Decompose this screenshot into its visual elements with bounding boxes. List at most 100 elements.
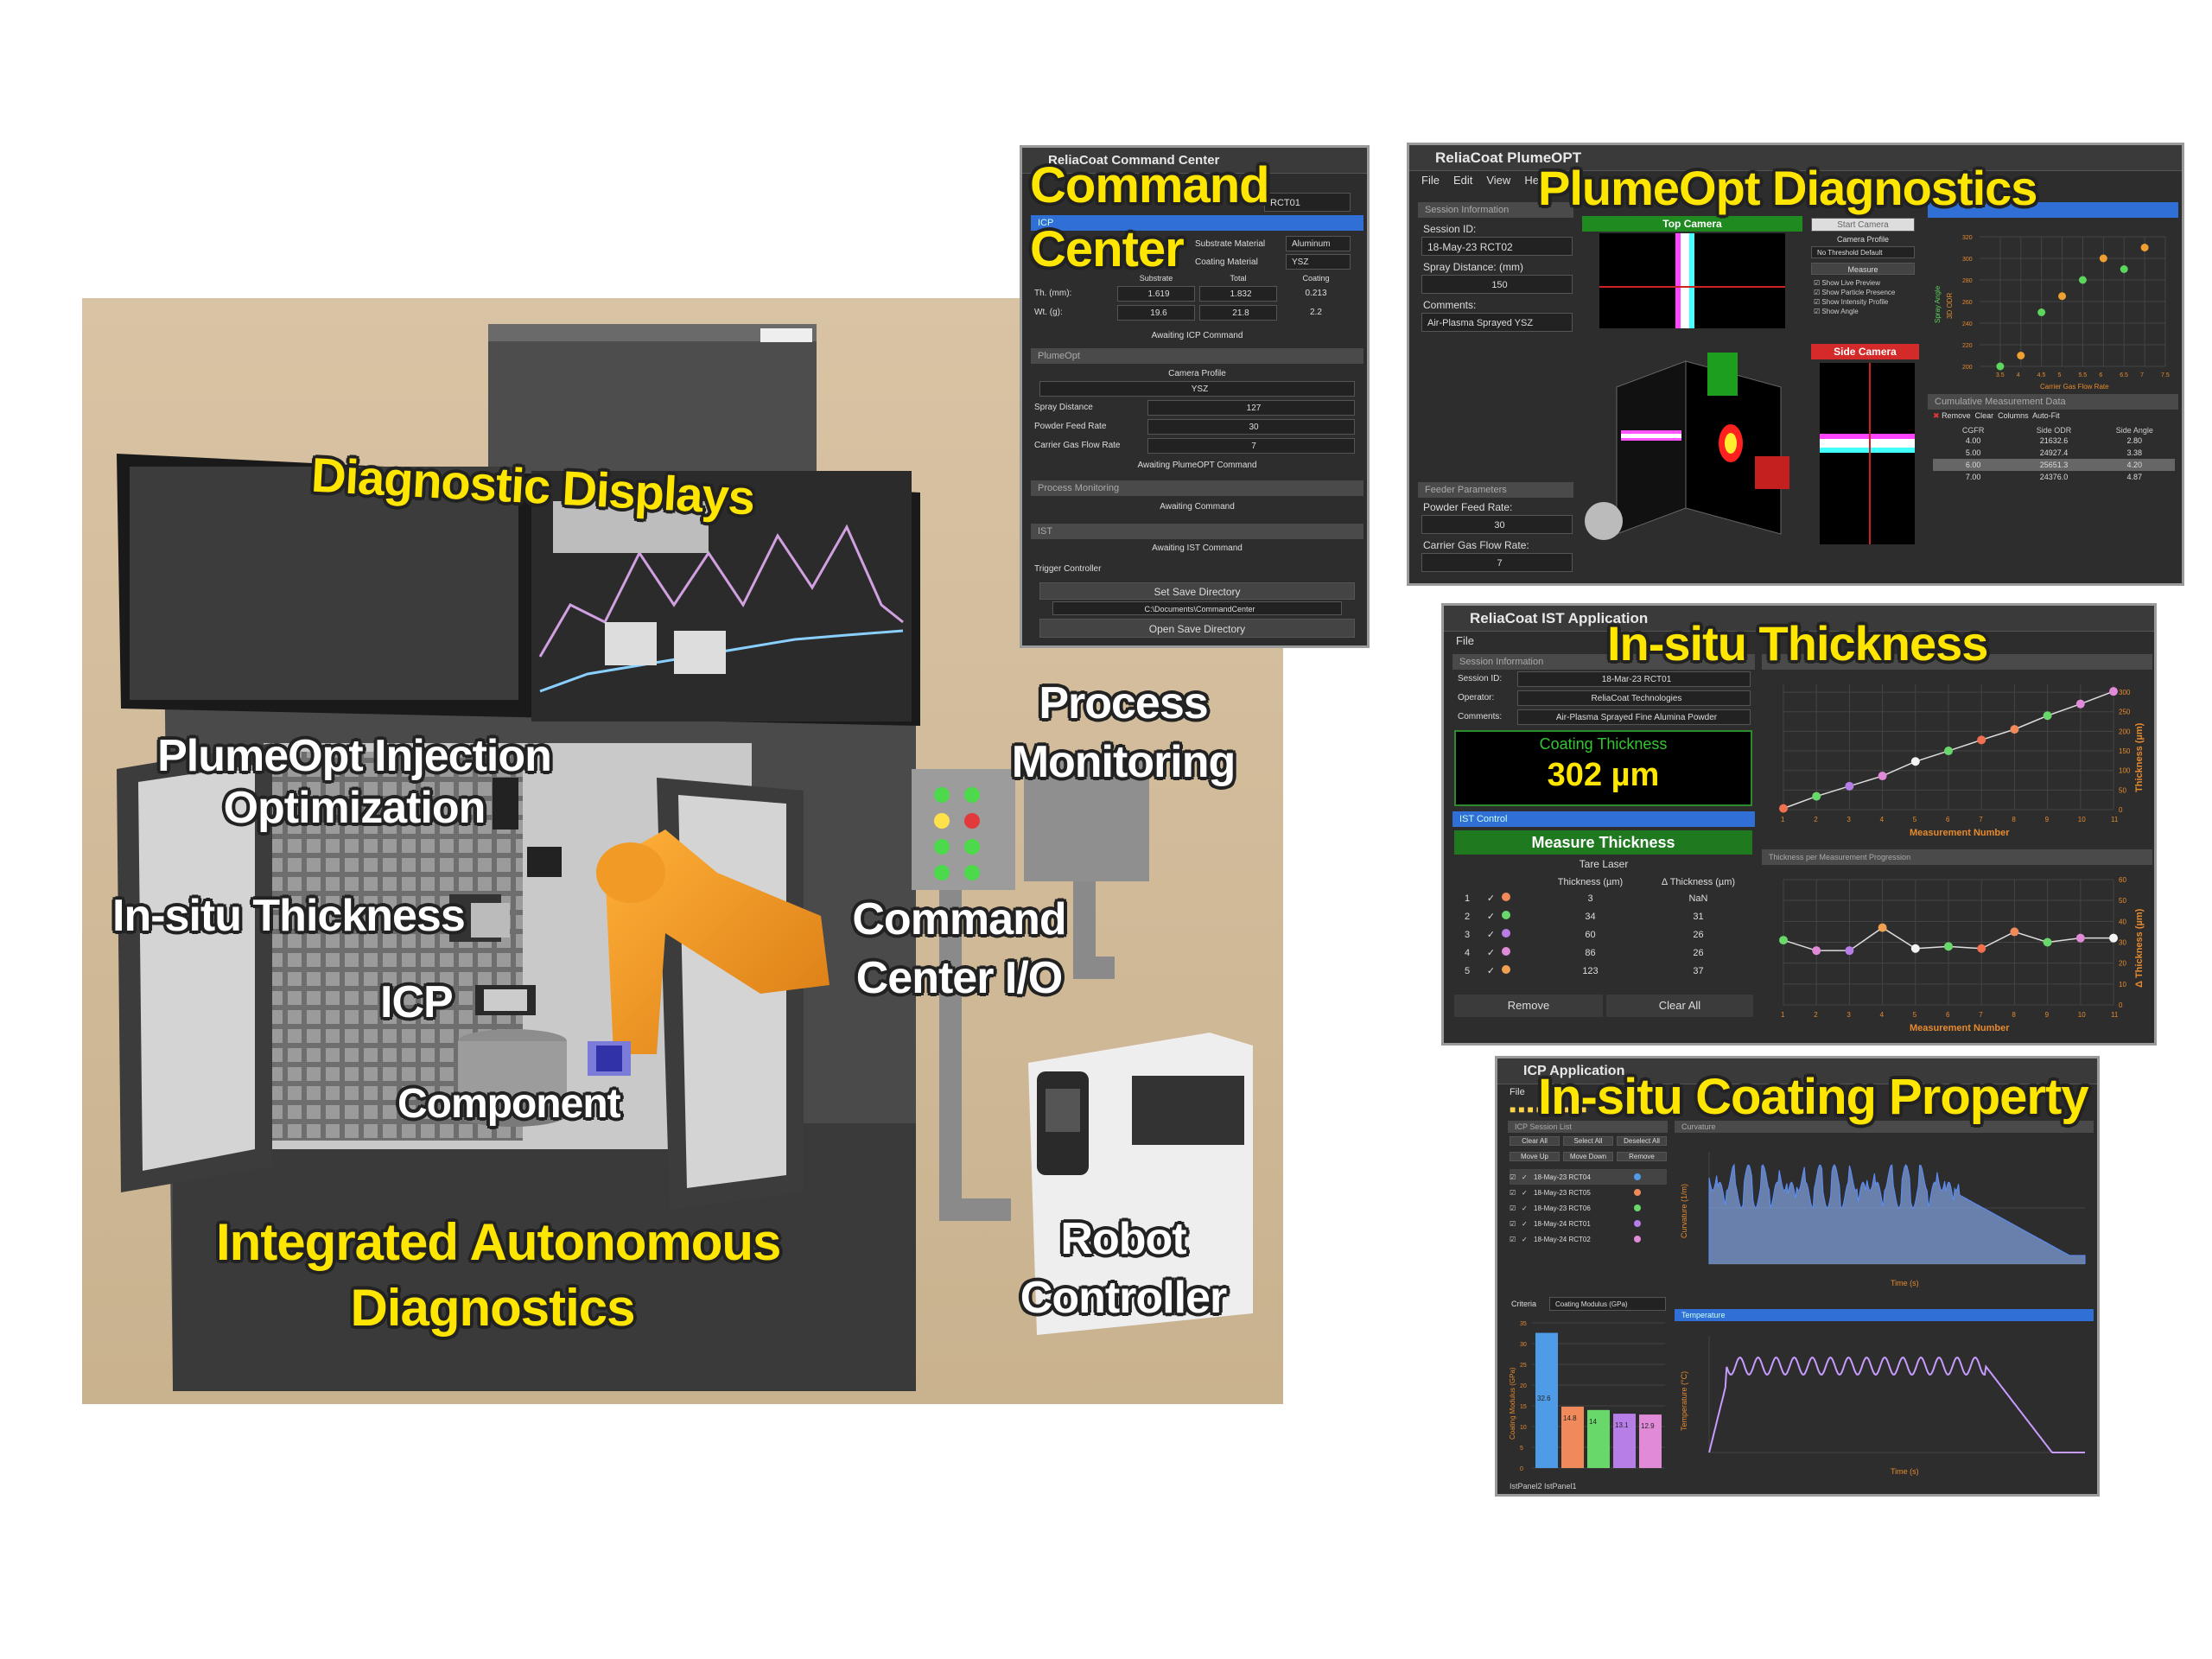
list-item[interactable]: ☑✓18-May-23 RCT04: [1510, 1169, 1667, 1185]
table-header-cell[interactable]: Side Angle: [2115, 426, 2153, 435]
columns-tool[interactable]: Columns: [1998, 411, 2029, 420]
session-name: 18-May-23 RCT04: [1534, 1173, 1591, 1181]
list-item[interactable]: ☑✓18-May-23 RCT06: [1510, 1200, 1667, 1216]
menu-file[interactable]: File: [1456, 634, 1474, 647]
icp-toolbar-icons[interactable]: ■■■■■■■■■: [1510, 1103, 1590, 1116]
table-cell: 4.87: [2126, 473, 2143, 481]
criteria-select[interactable]: Coating Modulus (GPa): [1549, 1297, 1666, 1311]
display-options[interactable]: ☑ Show Live Preview☑ Show Particle Prese…: [1814, 279, 1896, 315]
menu-help[interactable]: Help: [1524, 174, 1548, 187]
clear-tool[interactable]: Clear: [1974, 411, 1994, 420]
y-tick-label: 50: [2119, 897, 2126, 905]
data-point: [1996, 362, 2005, 371]
comments-field[interactable]: Air-Plasma Sprayed YSZ: [1421, 313, 1573, 332]
table-row[interactable]: 1 ✓ 3 NaN: [1454, 889, 1752, 907]
y-tick-label: 240: [1962, 321, 1973, 327]
table-row[interactable]: 2 ✓ 34 31: [1454, 907, 1752, 925]
icp-deselect-all-button[interactable]: Deselect All: [1617, 1136, 1667, 1146]
menu-file[interactable]: File: [1510, 1087, 1525, 1097]
carrier-gas-flow-label: Carrier Gas Flow Rate:: [1423, 539, 1529, 551]
powder-feed-rate-field[interactable]: 30: [1421, 515, 1573, 534]
remove-tool[interactable]: Remove: [1942, 411, 1971, 420]
substrate-material-label: Substrate Material: [1195, 239, 1266, 249]
coating-material-select[interactable]: YSZ: [1286, 254, 1351, 270]
row-thickness-label: Th. (mm):: [1034, 289, 1072, 298]
list-item[interactable]: ☑✓18-May-24 RCT02: [1510, 1231, 1667, 1247]
x-tick-label: 9: [2045, 1011, 2050, 1019]
data-point: [2109, 933, 2118, 943]
data-point: [1977, 944, 1986, 953]
open-save-directory-button[interactable]: Open Save Directory: [1039, 619, 1355, 638]
menu-file[interactable]: File: [1421, 174, 1440, 187]
process-monitoring-section-header[interactable]: Process Monitoring: [1031, 480, 1363, 496]
table-row[interactable]: 3 ✓ 60 26: [1454, 925, 1752, 944]
col-coating: Coating: [1302, 274, 1330, 283]
row-weight-label: Wt. (g):: [1034, 308, 1063, 317]
row-thickness: 123: [1582, 965, 1599, 976]
criteria-label: Criteria: [1511, 1300, 1537, 1308]
icp-footer-tabs[interactable]: IstPanel2 IstPanel1: [1510, 1482, 1577, 1491]
icp-remove-button[interactable]: Remove: [1617, 1152, 1667, 1161]
ist-operator-field[interactable]: ReliaCoat Technologies: [1517, 690, 1751, 706]
autofit-tool[interactable]: Auto-Fit: [2032, 411, 2060, 420]
coating-material-label: Coating Material: [1195, 257, 1258, 267]
ist-clear-all-button[interactable]: Clear All: [1606, 995, 1753, 1017]
menu-view[interactable]: View: [1538, 1087, 1560, 1097]
ist-session-field[interactable]: 18-Mar-23 RCT01: [1517, 671, 1751, 687]
measure-thickness-button[interactable]: Measure Thickness: [1454, 830, 1752, 855]
menu-edit[interactable]: Edit: [1452, 174, 1473, 187]
th-substrate: 1.619: [1117, 286, 1195, 302]
set-save-directory-button[interactable]: Set Save Directory: [1039, 582, 1355, 600]
row-thickness: 3: [1587, 893, 1593, 904]
icp-section-header[interactable]: ICP: [1031, 215, 1363, 231]
start-camera-button[interactable]: Start Camera: [1811, 218, 1915, 232]
session-id-field[interactable]: 18-May-23 RCT02: [1421, 237, 1573, 256]
measure-button[interactable]: Measure: [1811, 263, 1915, 275]
list-item[interactable]: ☑✓18-May-23 RCT05: [1510, 1185, 1667, 1200]
bar-value-label: 14: [1589, 1418, 1597, 1426]
wt-total: 21.8: [1199, 305, 1277, 321]
carrier-gas-field[interactable]: 7: [1147, 438, 1355, 454]
ist-remove-button[interactable]: Remove: [1454, 995, 1603, 1017]
icp-move-up-button[interactable]: Move Up: [1510, 1152, 1560, 1161]
icp-select-all-button[interactable]: Select All: [1563, 1136, 1613, 1146]
ist-section-header[interactable]: IST: [1031, 524, 1363, 539]
icp-move-down-button[interactable]: Move Down: [1563, 1152, 1613, 1161]
label-insitu-thickness-hardware: In-situ Thickness: [112, 891, 466, 941]
camera-profile-select[interactable]: YSZ: [1039, 381, 1355, 397]
x-tick-label: 8: [2012, 1011, 2016, 1019]
row-delta: 31: [1693, 911, 1704, 922]
spray-distance-field[interactable]: 127: [1147, 400, 1355, 416]
temperature-x-label: Time (s): [1891, 1467, 1919, 1476]
plumeopt-titlebar: ReliaCoat PlumeOPT: [1409, 145, 2182, 171]
icp-clear-all-button[interactable]: Clear All: [1510, 1136, 1560, 1146]
top-camera-view: [1599, 233, 1785, 328]
carrier-gas-flow-field[interactable]: 7: [1421, 553, 1573, 572]
table-row[interactable]: 5 ✓ 123 37: [1454, 962, 1752, 980]
table-header-cell[interactable]: Side ODR: [2036, 426, 2072, 435]
powder-feed-field[interactable]: 30: [1147, 419, 1355, 435]
awaiting-plumeopt-status: Awaiting PlumeOPT Command: [1137, 461, 1257, 470]
spray-distance-field[interactable]: 150: [1421, 275, 1573, 294]
list-item[interactable]: ☑✓18-May-24 RCT01: [1510, 1216, 1667, 1231]
substrate-material-select[interactable]: Aluminum: [1286, 236, 1351, 251]
x-axis-label: Carrier Gas Flow Rate: [2040, 383, 2109, 391]
command-center-id-field[interactable]: RCT01: [1264, 193, 1351, 212]
threshold-select[interactable]: No Threshold Default: [1811, 246, 1915, 258]
plumeopt-section-header[interactable]: PlumeOpt: [1031, 348, 1363, 364]
table-header-cell[interactable]: CGFR: [1961, 426, 1985, 435]
data-point: [1910, 757, 1920, 766]
tare-laser-button[interactable]: Tare Laser: [1579, 858, 1629, 870]
camera-profile-label: Camera Profile: [1836, 235, 1890, 244]
wt-substrate: 19.6: [1117, 305, 1195, 321]
session-color-icon: [1634, 1173, 1641, 1180]
menu-view[interactable]: View: [1486, 174, 1511, 187]
table-row[interactable]: 4 ✓ 86 26: [1454, 944, 1752, 962]
y-axis-label-angle: Spray Angle: [1934, 285, 1942, 323]
ist-comments-field[interactable]: Air-Plasma Sprayed Fine Alumina Powder: [1517, 709, 1751, 725]
